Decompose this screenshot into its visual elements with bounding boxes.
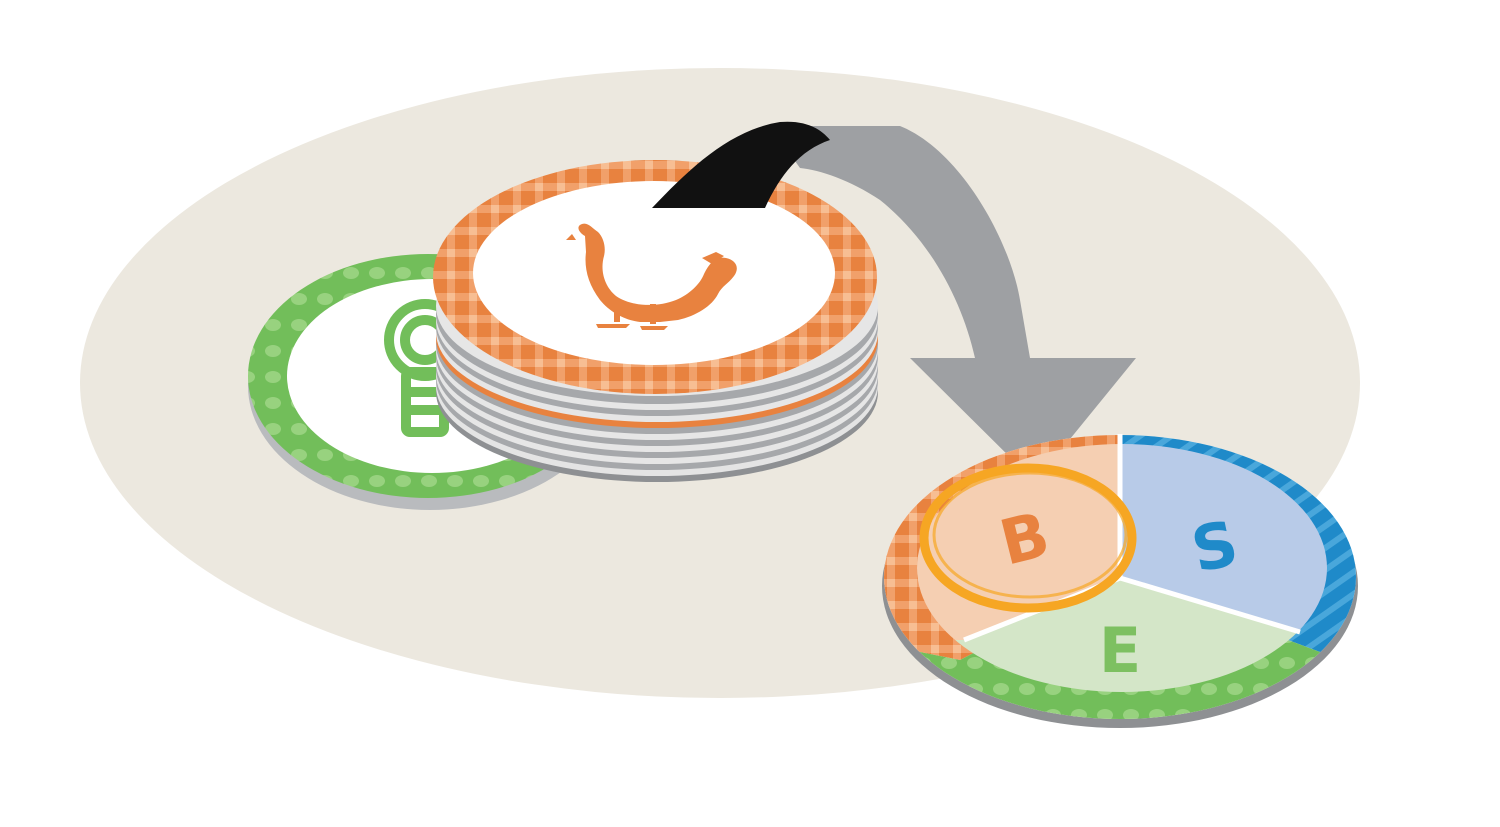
token-stack[interactable]: [433, 160, 878, 482]
highlight-ring: [919, 463, 1137, 613]
curved-arrow-icon: [652, 121, 1136, 482]
score-board: B S E: [882, 434, 1358, 728]
chicken-icon: [566, 223, 737, 330]
segment-e-letter: E: [1099, 614, 1141, 687]
